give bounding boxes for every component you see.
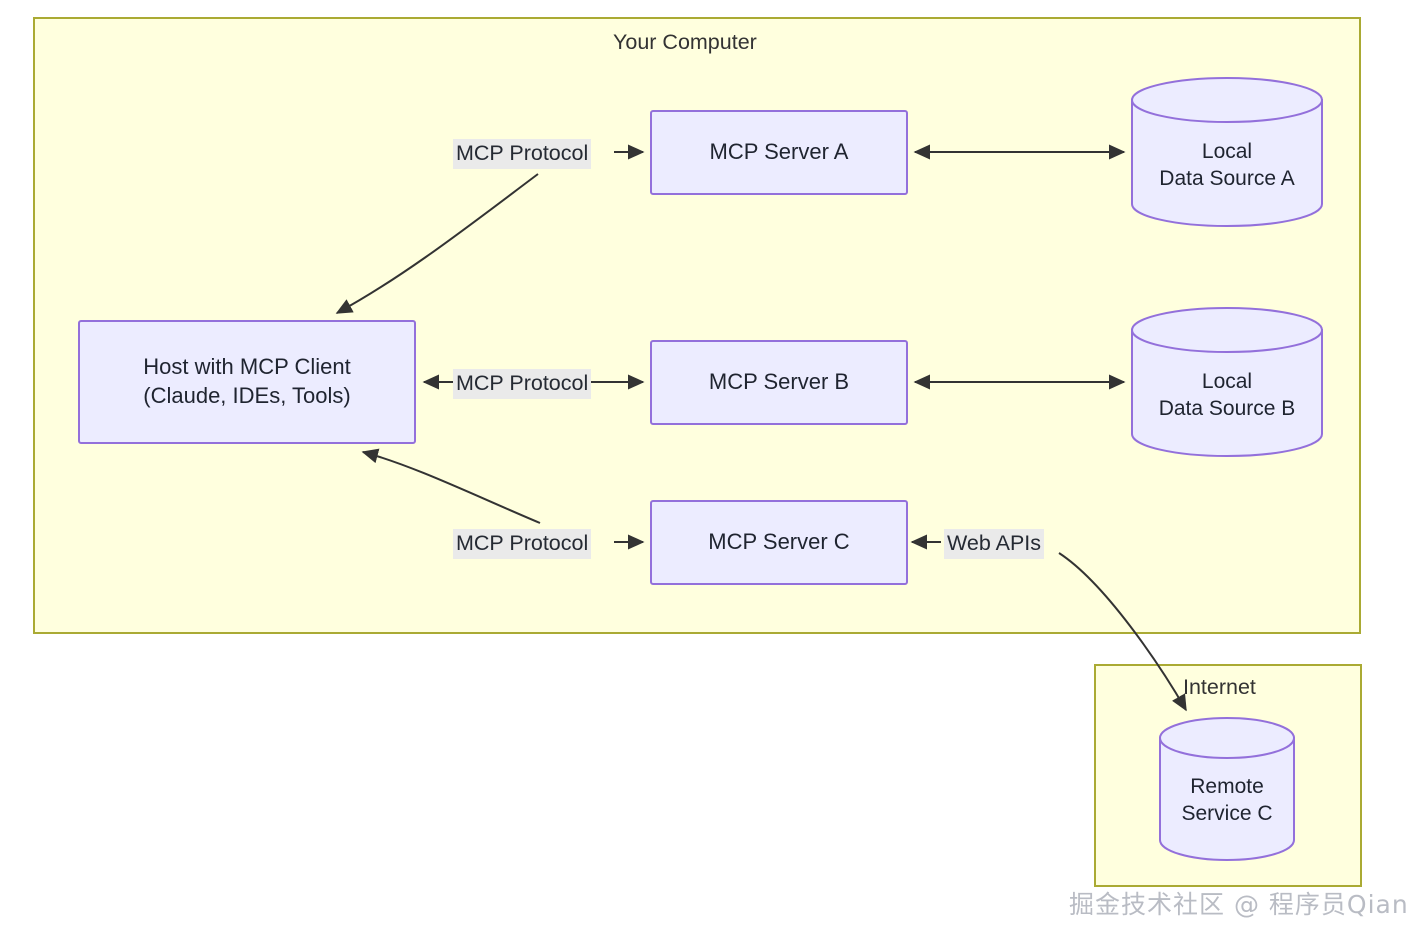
edge-label-host-server-b: MCP Protocol (453, 369, 592, 399)
node-data-source-b[interactable] (1131, 307, 1323, 457)
node-remote-service-c[interactable] (1159, 717, 1295, 861)
edge-host-server-c-curve (361, 448, 541, 524)
node-data-source-a[interactable] (1131, 77, 1323, 227)
node-server-b[interactable] (650, 340, 908, 425)
edge-label-host-server-c: MCP Protocol (453, 529, 592, 559)
edge-host-server-a-curve (335, 173, 539, 314)
node-server-a[interactable] (650, 110, 908, 195)
cluster-title-internet: Internet (1183, 675, 1256, 699)
node-server-c[interactable] (650, 500, 908, 585)
watermark-text: 掘金技术社区 @ 程序员Qian (1069, 890, 1409, 919)
edge-label-host-server-a: MCP Protocol (453, 139, 592, 169)
edge-label-server-c-remote-c: Web APIs (944, 529, 1045, 559)
cluster-title-your-computer: Your Computer (613, 30, 757, 54)
node-host[interactable] (78, 320, 416, 444)
edge-webapis-remote-c-curve (1058, 552, 1187, 712)
